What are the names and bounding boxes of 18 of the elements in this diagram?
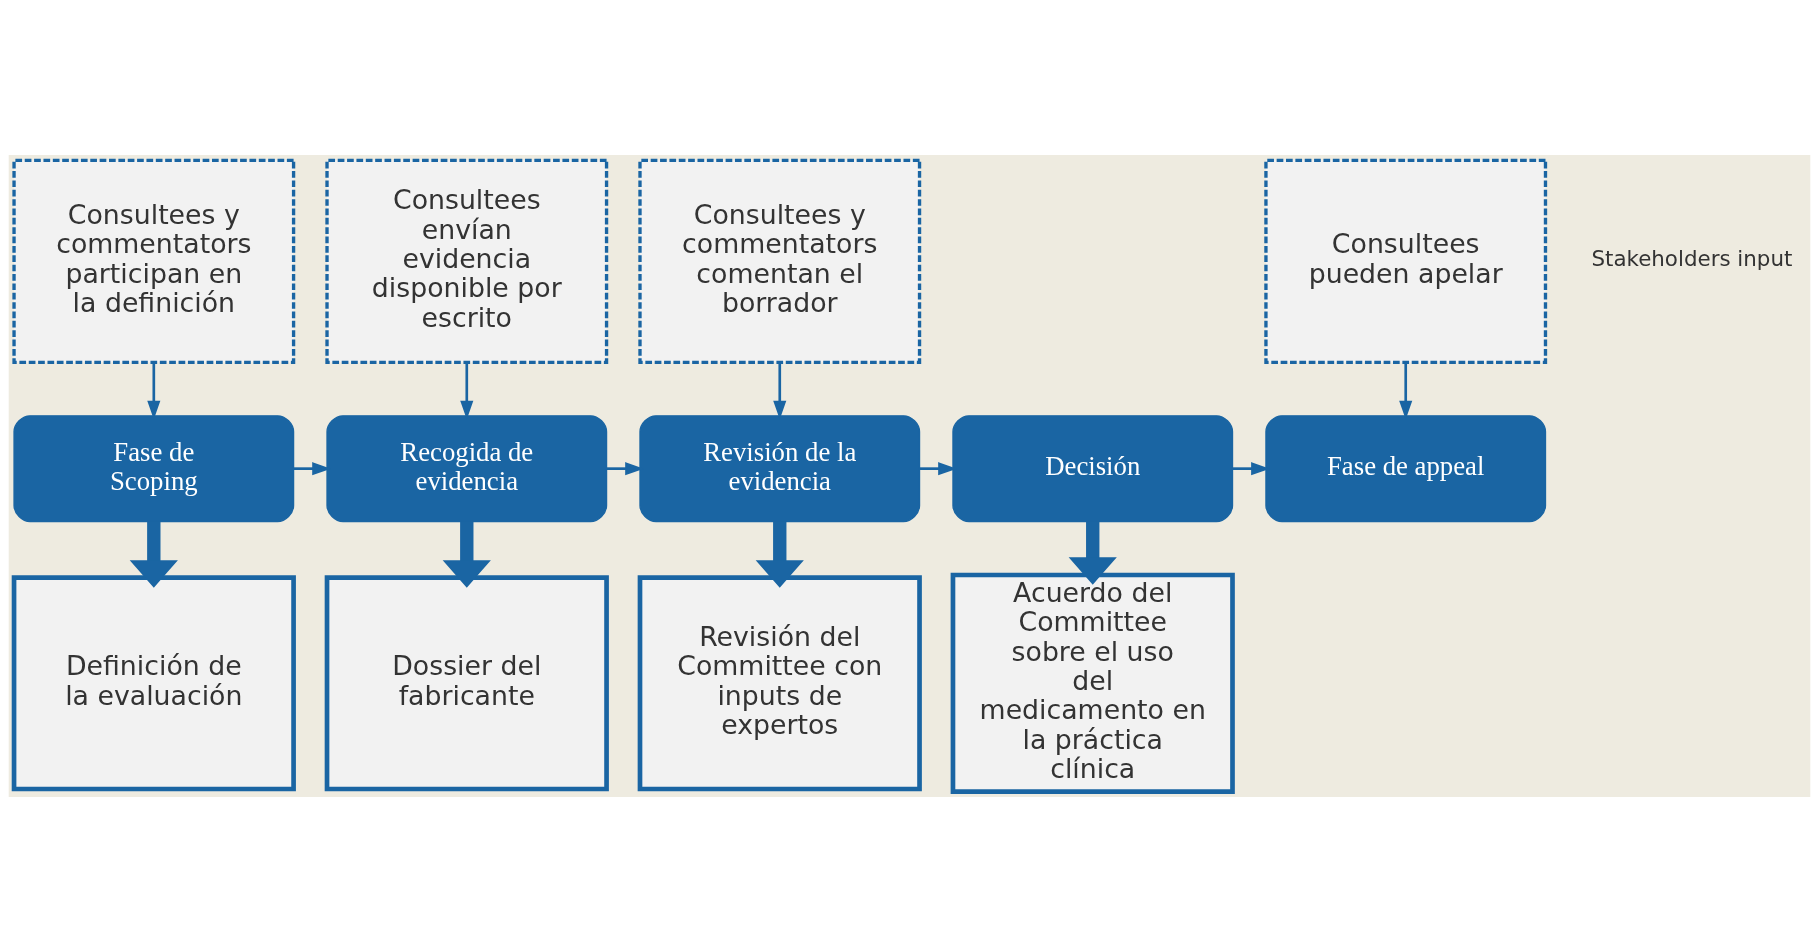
arrow xyxy=(755,521,804,588)
node-box: Fase de Scoping xyxy=(13,415,295,523)
node-box: Consultees y commentators participan en la definición xyxy=(12,158,296,364)
node-box: Revisión de la evidencia xyxy=(639,415,921,523)
node-box: Decisión xyxy=(952,415,1234,523)
node-box: Consultees y commentators comentan el borrador xyxy=(638,158,922,364)
node-box: Consultees pueden apelar xyxy=(1264,158,1548,364)
node-box: Revisión del Committee con inputs de expertos xyxy=(637,575,922,792)
node-box: Consultees envían evidencia disponible por escrito xyxy=(325,158,609,364)
node-box: Dossier del fabricante xyxy=(324,575,609,792)
node-box: Acuerdo del Committee sobre el uso del medicamento en la práctica clínica xyxy=(950,572,1235,794)
node-box: Fase de appeal xyxy=(1265,415,1547,523)
arrow xyxy=(129,521,178,588)
node-box: Definición de la evaluación xyxy=(11,575,296,792)
label: Stakeholders input xyxy=(1591,246,1793,272)
arrow xyxy=(442,521,491,588)
arrow xyxy=(1068,521,1117,585)
node-box: Recogida de evidencia xyxy=(326,415,608,523)
